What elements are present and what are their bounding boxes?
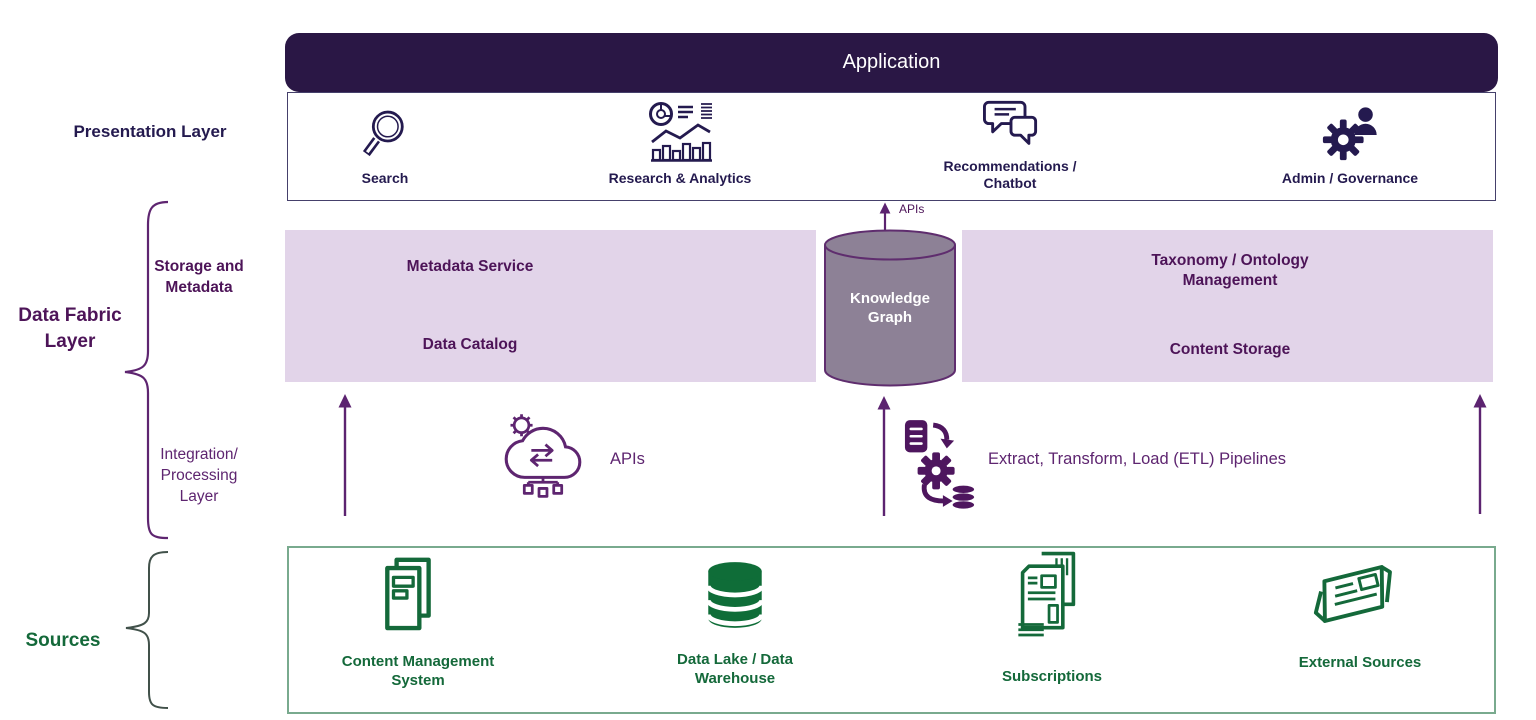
external-sources-icon bbox=[1308, 554, 1412, 638]
presentation-item-research-label: Research & Analytics bbox=[608, 170, 752, 186]
sources-to-storage-arrow-left bbox=[338, 394, 352, 516]
admin-governance-icon bbox=[1315, 102, 1387, 162]
search-icon bbox=[345, 102, 425, 164]
source-item-data-lake-label: Data Lake / Data Warehouse bbox=[677, 651, 793, 687]
data-fabric-brace bbox=[124, 200, 169, 540]
cms-icon bbox=[378, 556, 458, 644]
application-bar-title: Application bbox=[842, 51, 941, 73]
presentation-layer-label: Presentation Layer bbox=[73, 122, 227, 141]
etl-icon bbox=[903, 418, 977, 510]
sources-box bbox=[287, 546, 1496, 714]
subscriptions-icon bbox=[1012, 550, 1092, 650]
knowledge-graph-label: Knowledge Graph bbox=[849, 290, 930, 326]
storage-band-left bbox=[285, 230, 816, 382]
metadata-service-label: Metadata Service bbox=[406, 258, 534, 275]
data-fabric-layer-label: Data Fabric Layer bbox=[18, 305, 122, 352]
taxonomy-ontology-label: Taxonomy / Ontology Management bbox=[1151, 252, 1309, 289]
sources-to-storage-arrow-middle bbox=[877, 396, 891, 516]
content-storage-label: Content Storage bbox=[1169, 341, 1291, 358]
presentation-item-search-label: Search bbox=[361, 170, 409, 186]
storage-and-metadata-label: Storage and Metadata bbox=[154, 258, 244, 296]
knowledge-graph-cylinder: Knowledge Graph bbox=[820, 228, 960, 388]
recommendations-chatbot-icon bbox=[975, 100, 1047, 154]
sources-label: Sources bbox=[25, 630, 101, 651]
source-item-external-label: External Sources bbox=[1298, 654, 1422, 671]
apis-pipeline-label: APIs bbox=[610, 450, 645, 468]
sources-brace bbox=[125, 551, 169, 709]
application-bar: Application bbox=[285, 33, 1498, 92]
apis-cloud-icon bbox=[503, 413, 583, 505]
apis-arrow-label: APIs bbox=[899, 202, 925, 216]
presentation-item-recommendations-label: Recommendations / Chatbot bbox=[943, 158, 1077, 191]
database-cylinder-icon bbox=[824, 229, 956, 387]
etl-pipeline-label: Extract, Transform, Load (ETL) Pipelines bbox=[988, 450, 1287, 468]
sources-to-storage-arrow-right bbox=[1473, 394, 1487, 514]
storage-band-right bbox=[962, 230, 1493, 382]
data-lake-icon bbox=[698, 558, 774, 640]
research-analytics-icon bbox=[640, 100, 720, 164]
apis-up-arrow bbox=[879, 202, 891, 231]
presentation-box bbox=[287, 92, 1496, 201]
source-item-subscriptions-label: Subscriptions bbox=[1001, 668, 1102, 685]
data-catalog-label: Data Catalog bbox=[422, 336, 518, 353]
source-item-cms-label: Content Management System bbox=[341, 653, 495, 689]
integration-processing-layer-label: Integration/ Processing Layer bbox=[160, 446, 238, 505]
presentation-item-admin-label: Admin / Governance bbox=[1281, 170, 1419, 186]
